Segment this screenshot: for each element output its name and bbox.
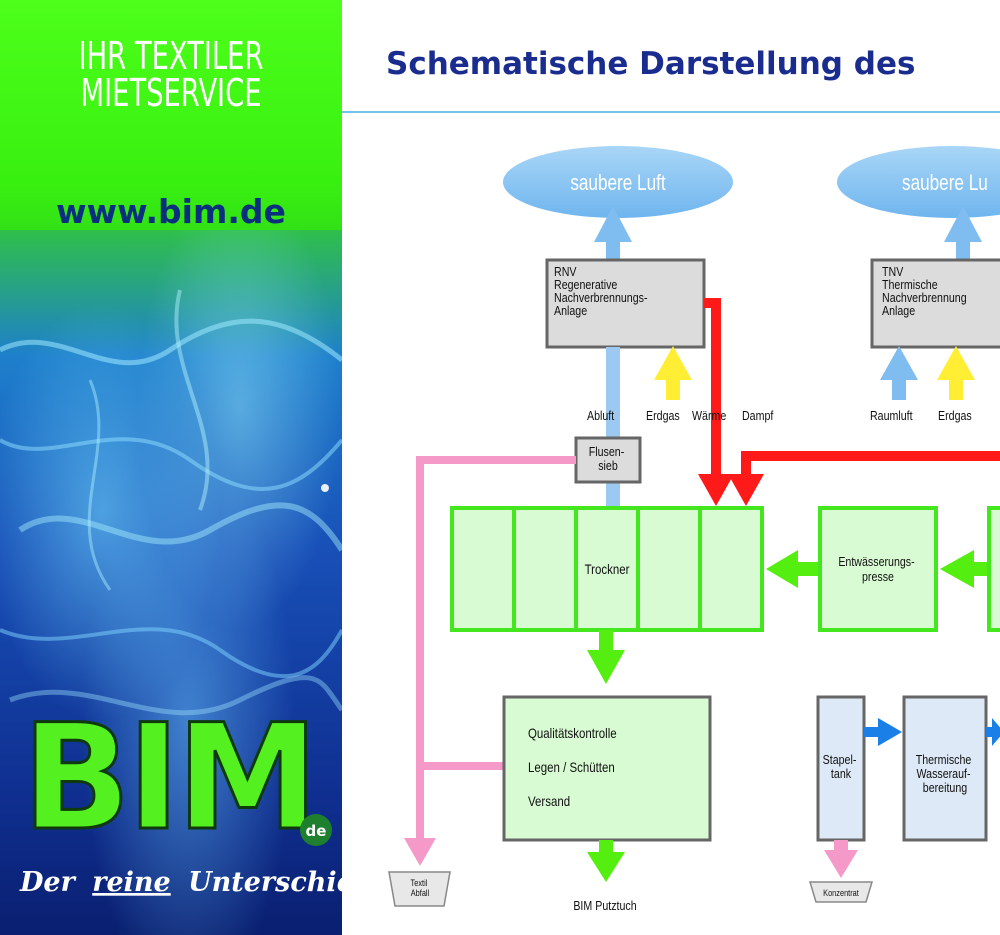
- waste-line: [416, 456, 576, 842]
- main-area: Schematische Darstellung des saubere Luf…: [342, 0, 1000, 935]
- tagline: Der reine Unterschied!: [19, 867, 342, 898]
- dryer-label: Trockner: [585, 561, 631, 577]
- slogan: IHR TEXTILER MIETSERVICE: [48, 34, 294, 115]
- label-dampf: Dampf: [742, 408, 774, 423]
- washer-box-partial: [987, 506, 1000, 632]
- clean-air-cloud-1: [503, 146, 733, 218]
- exhaust-arrow-2: [944, 206, 982, 262]
- exhaust-arrow-1: [594, 206, 632, 262]
- product-label: BIM Putztuch: [573, 898, 636, 913]
- tnv-label: TNV Thermische Nachverbrennung Anlage: [882, 264, 970, 318]
- quality-box: [502, 695, 712, 842]
- lint-filter-label: Flusen- sieb: [589, 444, 627, 473]
- rnv-label: RNV Regenerative Nachverbrennungs- Anlag…: [554, 264, 650, 318]
- cloud-2-label: saubere Lu: [902, 171, 988, 196]
- tagline-word-3: Unterschied!: [188, 867, 342, 898]
- water-treatment-label: Thermische Wasserauf- bereitung: [916, 752, 975, 795]
- svg-text:Versand: Versand: [528, 793, 570, 809]
- steam-arrow-head: [728, 474, 764, 506]
- flow-arrow-into-press: [940, 550, 990, 588]
- label-erdgas-2: Erdgas: [938, 408, 972, 423]
- heat-arrow-head: [698, 474, 734, 506]
- tagline-word-1: Der: [19, 867, 77, 898]
- dryer-box: [450, 506, 764, 632]
- logo-text: BIM: [22, 706, 315, 863]
- textile-waste-label: Textil Abfall: [411, 878, 430, 898]
- logo-badge-text: de: [306, 822, 327, 840]
- water-treatment-box: [902, 695, 988, 842]
- flow-arrow-treatment-out: [986, 718, 1000, 746]
- title-divider: [342, 111, 1000, 113]
- waste-arrow-head: [404, 838, 436, 866]
- flow-arrow-tank-to-treatment: [864, 718, 902, 746]
- flow-arrow-press-to-dryer: [766, 550, 820, 588]
- room-air-arrow: [880, 346, 918, 400]
- press-box: [818, 506, 938, 632]
- quality-labels: Qualitätskontrolle Legen / Schütten Vers…: [528, 725, 617, 809]
- svg-text:Legen / Schütten: Legen / Schütten: [528, 759, 615, 775]
- slogan-line-2: MIETSERVICE: [80, 71, 262, 115]
- natural-gas-arrow-1: [654, 346, 692, 400]
- lint-filter-box: [574, 436, 642, 484]
- press-label: Entwässerungs- presse: [838, 554, 917, 584]
- concentrate-arrow: [824, 840, 858, 878]
- flow-arrow-to-product: [587, 840, 625, 882]
- water-image: [0, 230, 342, 935]
- slogan-line-1: IHR TEXTILER: [78, 34, 264, 78]
- label-raumluft: Raumluft: [870, 408, 913, 423]
- textile-waste-bin: [388, 871, 451, 907]
- bim-logo: BIM de Der reine Unterschied!: [19, 706, 342, 898]
- logo-badge: [300, 814, 332, 846]
- clean-air-cloud-2: [837, 146, 1000, 218]
- label-waerme: Wärme: [692, 408, 727, 423]
- cloud-1-label: saubere Luft: [570, 171, 666, 196]
- page-title: Schematische Darstellung des: [386, 46, 916, 82]
- steam-line: [741, 451, 1000, 478]
- water-ripples: [0, 289, 342, 716]
- flow-arrow-dryer-to-quality: [587, 630, 625, 684]
- svg-text:Qualitätskontrolle: Qualitätskontrolle: [528, 725, 617, 741]
- storage-tank-box: [816, 695, 866, 842]
- website-url[interactable]: www.bim.de: [56, 192, 286, 231]
- label-erdgas-1: Erdgas: [646, 408, 680, 423]
- tagline-word-2: reine: [92, 867, 170, 898]
- natural-gas-arrow-2: [937, 346, 975, 400]
- sidebar-banner: IHR TEXTILER MIETSERVICE www.bim.de BIM …: [0, 0, 342, 935]
- heat-line: [704, 298, 721, 478]
- concentrate-label: Konzentrat: [823, 888, 859, 898]
- process-diagram: saubere Luft saubere Lu RNV Regenerative…: [388, 146, 1000, 913]
- rnv-box: [545, 258, 706, 349]
- storage-tank-label: Stapel- tank: [823, 752, 860, 781]
- tnv-box: [870, 258, 1000, 349]
- green-background: [0, 0, 342, 260]
- label-abluft: Abluft: [587, 408, 615, 423]
- concentrate-bin: [808, 881, 874, 903]
